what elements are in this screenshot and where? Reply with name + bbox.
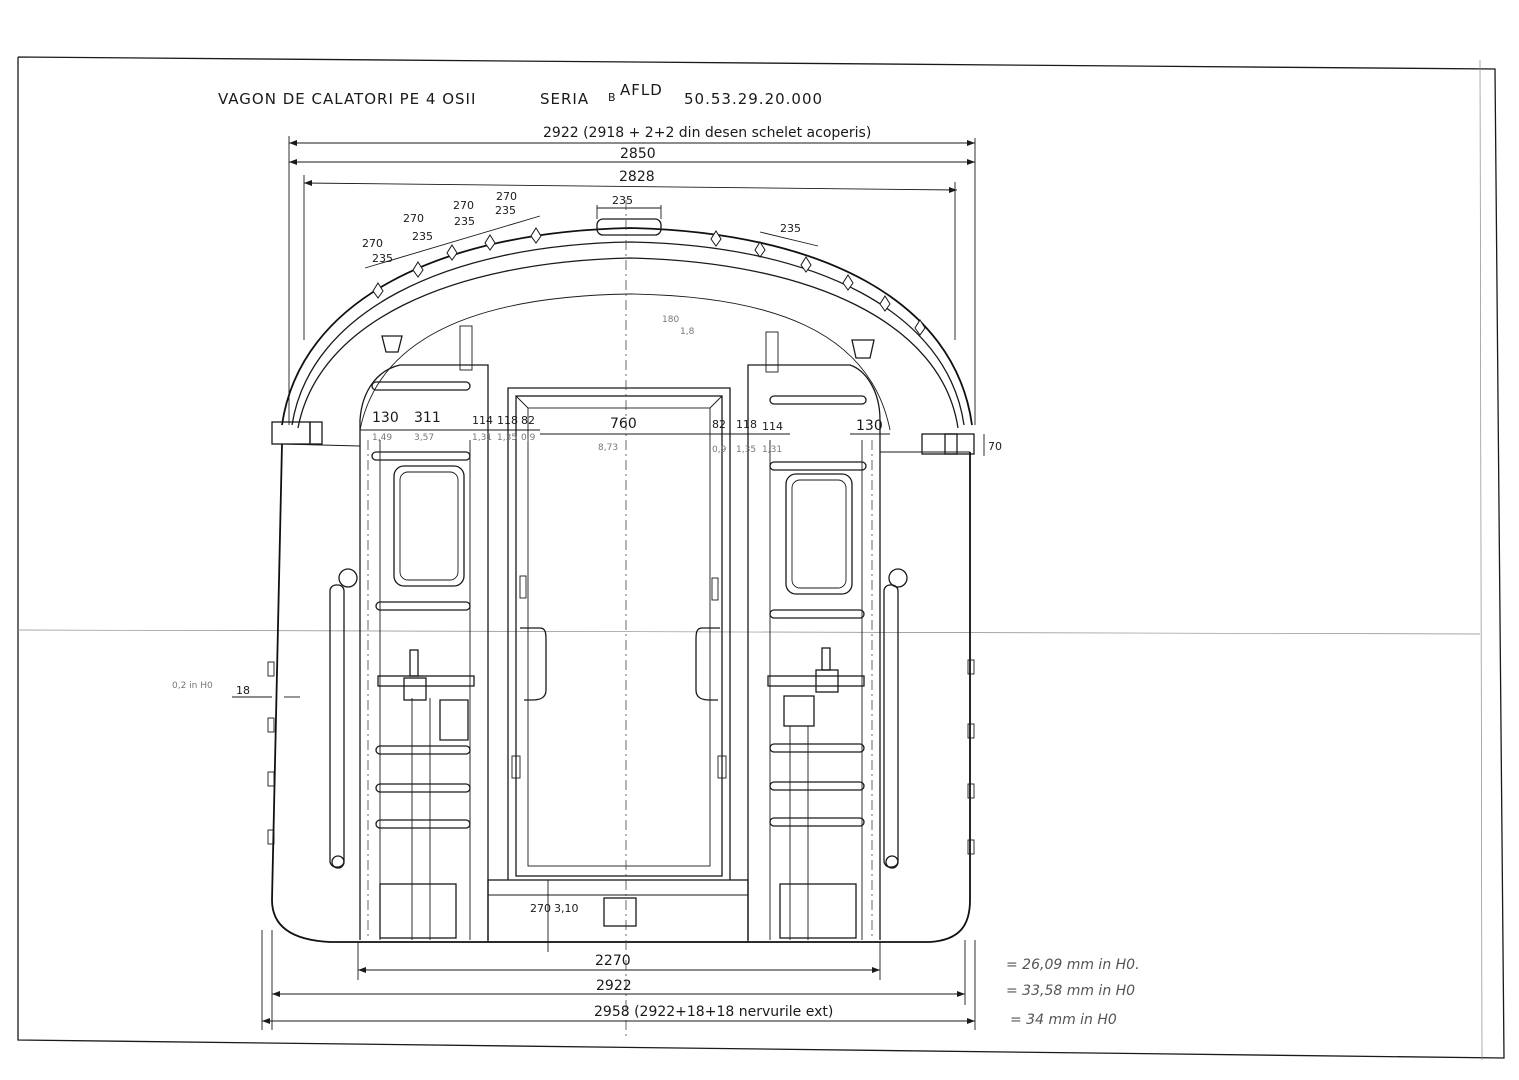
title-number: 50.53.29.20.000: [684, 90, 823, 108]
dim-235-right: 235: [780, 222, 801, 235]
title-series-sup: AFLD: [620, 81, 663, 99]
dim-82-right: 82: [712, 418, 726, 431]
dim-235-top: 235: [612, 194, 633, 207]
grey-1-31-left: 1,31: [472, 433, 492, 443]
side-dimensions: 18 0,2 in H0 70 180 1,8 270 3,10: [172, 315, 1002, 952]
grey-1-31-right: 1,31: [762, 445, 782, 455]
dim-180: 180: [662, 315, 679, 325]
dim-270-a: 270: [362, 237, 383, 250]
note-26-09: = 26,09 mm in H0.: [1006, 957, 1140, 973]
dim-114-right: 114: [762, 420, 783, 433]
body-outline: [267, 443, 975, 943]
top-dimensions: 2922 (2918 + 2+2 din desen schelet acope…: [288, 125, 976, 425]
grey-1-49: 1,49: [372, 433, 392, 443]
end-wall: [359, 200, 881, 1040]
dim-235-a: 235: [372, 252, 393, 265]
grey-1-35-right: 1,35: [736, 445, 756, 455]
dim-70: 70: [988, 440, 1002, 453]
grey-8-73: 8,73: [598, 443, 618, 453]
grey-3-57: 3,57: [414, 433, 434, 443]
dim-3-10: 3,10: [554, 902, 579, 915]
dim-270-vertical: 270: [530, 902, 551, 915]
grey-0-9-left: 0,9: [521, 433, 536, 443]
dim-2270: 2270: [595, 953, 631, 969]
mid-dimension-chain: 130 311 114 118 82 760 82 118 114 130 1,…: [360, 410, 890, 455]
dim-270-c: 270: [453, 199, 474, 212]
dim-118-left: 118: [497, 414, 518, 427]
title-series-code: B: [608, 91, 616, 104]
bottom-dimensions: 2270 2922 2958 (2922+18+18 nervurile ext…: [261, 930, 976, 1030]
dim-114-left: 114: [472, 414, 493, 427]
roof-profile: 235 270 270 270 270 235 235 235 235 235: [271, 190, 975, 455]
dim-2828: 2828: [619, 169, 655, 185]
dim-2958: 2958 (2922+18+18 nervurile ext): [594, 1004, 833, 1020]
dim-270-d: 270: [496, 190, 517, 203]
drawing-title: VAGON DE CALATORI PE 4 OSII SERIA B AFLD…: [218, 81, 823, 108]
dim-235-b: 235: [412, 230, 433, 243]
note-33-58: = 33,58 mm in H0: [1006, 983, 1135, 999]
dim-2922-bottom: 2922: [596, 978, 632, 994]
note-34: = 34 mm in H0: [1010, 1012, 1117, 1028]
dim-2850: 2850: [620, 146, 656, 162]
dim-1-8: 1,8: [680, 327, 695, 337]
grey-1-35-left: 1,35: [497, 433, 517, 443]
grey-0-9-right: 0,9: [712, 445, 727, 455]
dim-760: 760: [610, 416, 637, 432]
dim-18-side: 18: [236, 684, 250, 697]
dim-235-c: 235: [454, 215, 475, 228]
title-series-label: SERIA: [540, 90, 589, 108]
dim-130-left: 130: [372, 410, 399, 426]
dim-82-left: 82: [521, 414, 535, 427]
dim-311: 311: [414, 410, 441, 426]
dim-2922-top: 2922 (2918 + 2+2 din desen schelet acope…: [543, 125, 871, 141]
dim-118-right: 118: [736, 418, 757, 431]
dim-235-d: 235: [495, 204, 516, 217]
scale-notes: = 26,09 mm in H0. = 33,58 mm in H0 = 34 …: [1006, 957, 1140, 1028]
note-scale-left: 0,2 in H0: [172, 681, 213, 691]
dim-130-right: 130: [856, 418, 883, 434]
dim-270-b: 270: [403, 212, 424, 225]
title-wagon: VAGON DE CALATORI PE 4 OSII: [218, 90, 476, 108]
sheet-frame: [17, 56, 1505, 1061]
